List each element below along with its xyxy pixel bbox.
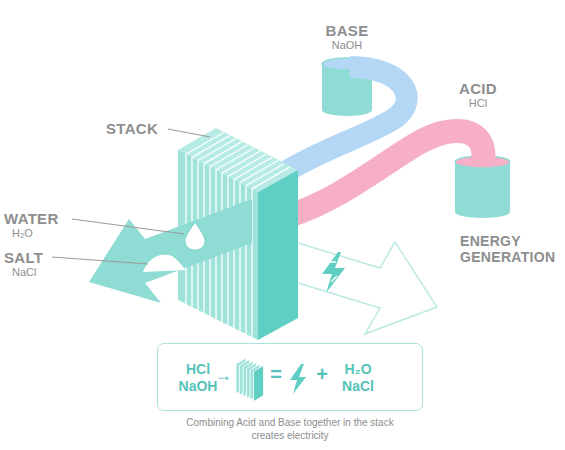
plate-edge [186,132,224,154]
leader-line [52,257,148,264]
plate-edge [204,142,242,164]
plate-edge [216,148,254,170]
plate-edge [222,151,260,173]
leader-line [168,129,210,137]
part-label: ACID [448,80,508,97]
part-label: ENERGY GENERATION [460,233,563,265]
lightning-stripe [331,276,337,282]
acid-pipe [288,131,483,216]
leader-line [72,219,184,234]
lightning-stripe [330,261,336,263]
lightning-icon [290,364,306,394]
mini-stack-icon [236,358,264,402]
part-label: BASE [317,22,377,39]
plate-edge [234,157,272,179]
plate-edge [252,167,290,189]
cup-body [455,162,510,212]
part-label: STACK [106,120,168,137]
plus-symbol: + [314,366,330,383]
formula-label: HCl [448,97,508,110]
cup-bottom [455,206,510,218]
plate-edge [240,161,278,183]
cup-bottom [322,104,372,116]
plate-edge [228,154,266,176]
stack-end [258,170,298,340]
water-drop [185,222,205,250]
salt-pile [143,255,186,272]
acid-cup [455,156,510,218]
plate-edge [192,135,230,157]
part-label: SALT [4,249,54,266]
mini-plate [254,366,264,402]
equals-symbol: = [268,366,284,383]
lightning-icon [322,252,345,293]
plate-edge [210,145,248,167]
plate-edge [198,139,236,161]
plate-edge [233,179,234,328]
arrow-symbol: → [214,367,232,384]
formula-label: H₂O [12,227,52,240]
formula-label: NaOH [317,39,377,52]
equation-box: HCl NaOH→=+H₂O NaCl [157,343,423,411]
caption: Combining Acid and Base together in the … [175,416,405,442]
formula-text: H₂O NaCl [334,361,382,395]
water-salt-arrow [89,199,252,303]
part-label: WATER [4,210,70,227]
plate-edge [246,164,284,186]
formula-label: NaCl [12,266,52,279]
